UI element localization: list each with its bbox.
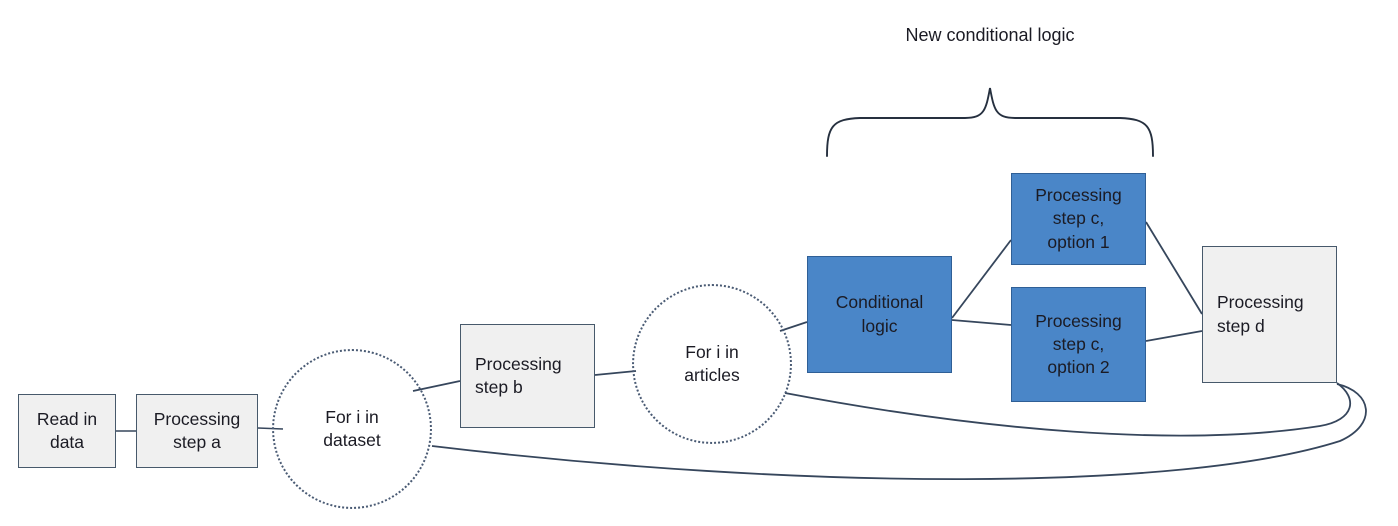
node-label-line: logic bbox=[861, 315, 898, 336]
node-label-line: step c, bbox=[1052, 208, 1105, 229]
edge-step-b-to-articles-loop bbox=[594, 370, 637, 376]
node-label-line: option 2 bbox=[1047, 357, 1110, 378]
node-label-line: step b bbox=[475, 377, 523, 397]
node-label-line: step d bbox=[1217, 315, 1265, 336]
node-label-line: data bbox=[49, 432, 85, 452]
edge-conditional-logic-to-option-2 bbox=[951, 319, 1012, 326]
brace-label: New conditional logic bbox=[905, 25, 1075, 45]
node-label-line: option 1 bbox=[1047, 231, 1110, 252]
node-label-line: For i in bbox=[685, 341, 739, 362]
node-label-line: Conditional bbox=[835, 292, 924, 313]
node-label-line: For i in bbox=[325, 406, 379, 427]
node-label-line: Processing bbox=[1035, 185, 1122, 206]
node-processing-step-c-option-2[interactable]: Processing step c, option 2 bbox=[1011, 287, 1146, 402]
node-processing-step-b[interactable]: Processing step b bbox=[460, 324, 595, 428]
node-label-line: Processing bbox=[153, 408, 241, 429]
node-read-in-data[interactable]: Read in data bbox=[18, 394, 116, 468]
node-for-i-in-dataset[interactable]: For i in dataset bbox=[272, 349, 432, 509]
brace-shape bbox=[826, 87, 1154, 157]
edge-option-2-to-step-d bbox=[1145, 330, 1203, 342]
node-processing-step-c-option-1[interactable]: Processing step c, option 1 bbox=[1011, 173, 1146, 265]
node-conditional-logic[interactable]: Conditional logic bbox=[807, 256, 952, 373]
node-label-line: dataset bbox=[323, 430, 381, 450]
node-for-i-in-articles[interactable]: For i in articles bbox=[632, 284, 792, 444]
node-processing-step-a[interactable]: Processing step a bbox=[136, 394, 258, 468]
node-label-line: Processing bbox=[475, 353, 562, 374]
node-label-line: Processing bbox=[1217, 292, 1304, 313]
node-label-line: Read in bbox=[36, 408, 98, 429]
node-label-line: step c, bbox=[1052, 333, 1105, 354]
node-label-line: articles bbox=[684, 365, 740, 385]
edge-option-1-to-step-d bbox=[1145, 221, 1203, 315]
node-label-line: Processing bbox=[1035, 310, 1122, 331]
node-label-line: step a bbox=[173, 432, 221, 452]
edge-conditional-logic-to-option-1 bbox=[951, 239, 1012, 319]
node-processing-step-d[interactable]: Processing step d bbox=[1202, 246, 1337, 383]
